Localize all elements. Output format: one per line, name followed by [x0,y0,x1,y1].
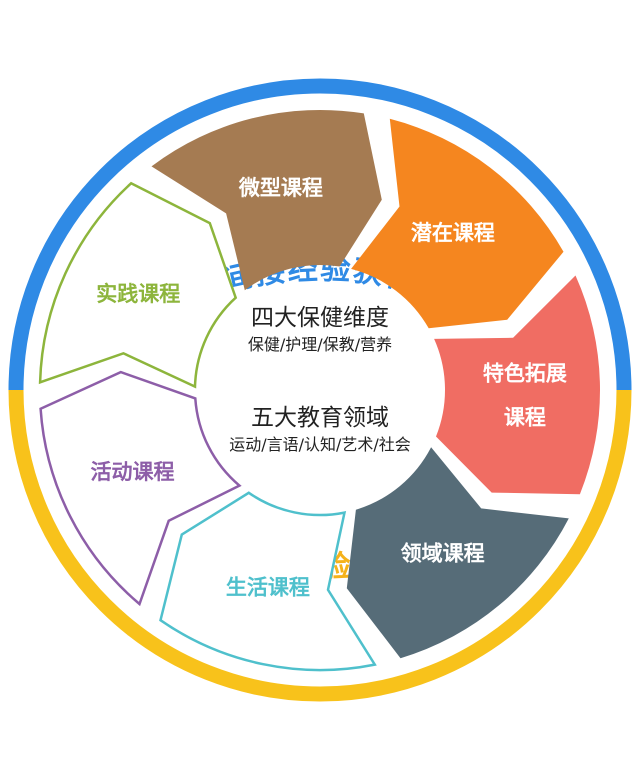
segment-1: 微型课程 [151,109,382,291]
segment-shape [346,447,569,659]
segment-7: 实践课程 [38,181,238,389]
segment-label-line: 领域课程 [401,541,485,565]
segment-6: 活动课程 [39,370,242,607]
center-circle: 四大保健维度 保健/护理/保教/营养 五大教育领域 运动/言语/认知/艺术/社会 [229,305,411,454]
segment-label-line: 活动课程 [91,460,175,484]
center-title-2: 五大教育领域 [251,405,389,431]
segment-5: 生活课程 [159,491,377,672]
segment-2: 潜在课程 [351,118,564,329]
segment-label: 活动课程 [91,460,175,484]
segment-4: 领域课程 [346,447,569,659]
segment-shape [38,181,238,389]
segment-shape [159,491,377,672]
segment-label-line: 生活课程 [226,575,310,599]
segment-label: 领域课程 [401,541,485,565]
segment-shape [39,370,242,607]
segment-shape [434,275,600,495]
segment-shape [351,118,564,329]
ring-top-half [8,78,632,391]
segment-label-line: 微型课程 [238,176,323,200]
segment-label-line: 课程 [504,406,546,430]
ring-bottom-half [8,389,632,702]
segment-label: 特色拓展课程 [483,362,567,430]
center-subtitle-1: 保健/护理/保教/营养 [248,335,392,354]
segment-label-line: 特色拓展 [483,362,567,386]
segment-label: 实践课程 [96,282,180,306]
center-subtitle-2: 运动/言语/认知/艺术/社会 [229,435,411,454]
segment-3: 特色拓展课程 [434,275,600,495]
segment-label-line: 潜在课程 [411,221,495,245]
segment-shape [151,109,382,291]
segment-label: 微型课程 [238,176,323,200]
center-title-1: 四大保健维度 [251,305,389,331]
segment-label: 潜在课程 [411,221,495,245]
segment-label-line: 实践课程 [96,282,180,306]
segment-label: 生活课程 [226,575,310,599]
